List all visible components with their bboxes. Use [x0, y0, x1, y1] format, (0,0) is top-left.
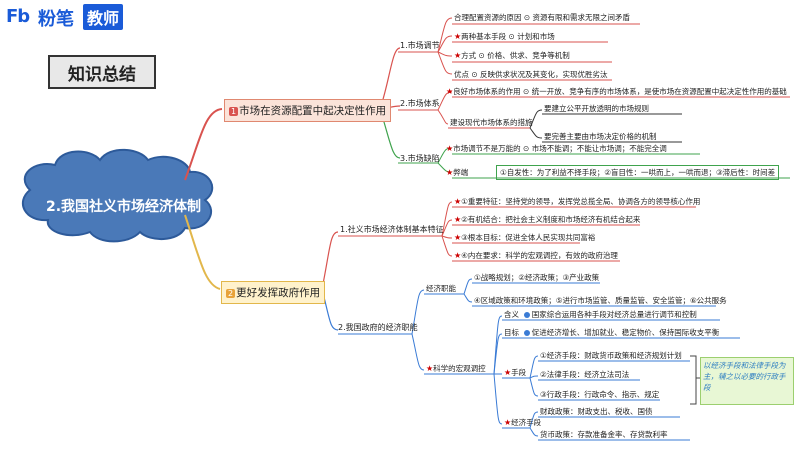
- macro-means-item: ①经济手段：财政货币政策和经济规划计划: [540, 351, 682, 360]
- star-icon: ★: [454, 51, 462, 60]
- star-icon: ★: [504, 418, 512, 427]
- market-system-measure: 要完善主要由市场决定价格的机制: [544, 132, 657, 141]
- market-reg-item: 合理配置资源的原因 ⊙ 资源有限和需求无限之间矛盾: [454, 13, 631, 22]
- sub-economic-functions: 2.我国政府的经济职能: [338, 323, 418, 332]
- star-icon: ★: [446, 144, 454, 153]
- sub-market-defects: 3.市场缺陷: [400, 154, 440, 163]
- root-cloud: [21, 148, 214, 243]
- market-system-item: ★良好市场体系的作用 ⊙ 统一开放、竞争有序的市场体系，是使市场在资源配置中起决…: [446, 87, 787, 96]
- priority-icon: 1: [229, 107, 239, 116]
- market-defect-drawbacks-text: ①自发性：为了利益不择手段；②盲目性：一哄而上，一哄而退；③滞后性：时间差: [496, 165, 780, 180]
- sub-market-regulation: 1.市场调节: [400, 41, 440, 50]
- star-icon: ★: [454, 251, 462, 260]
- star-icon: ★: [454, 197, 462, 206]
- macro-meaning: 含义 国家综合运用各种手段对经济总量进行调节和控制: [504, 310, 697, 319]
- econ-means-label: ★经济手段: [504, 418, 542, 427]
- star-icon: ★: [504, 368, 512, 377]
- star-icon: ★: [454, 233, 462, 242]
- market-defect-item: ★市场调节不是万能的 ⊙ 市场不能调；不能让市场调；不能完全调: [446, 144, 667, 153]
- econ-means-item: 货币政策：存款准备金率、存贷款利率: [540, 430, 668, 439]
- market-reg-item: ★两种基本手段 ⊙ 计划和市场: [454, 32, 555, 41]
- market-system-measure: 要建立公平开放透明的市场规则: [544, 104, 649, 113]
- root-topic: 2.我国社义市场经济体制: [46, 199, 202, 215]
- priority-icon: 2: [226, 289, 236, 298]
- means-note: 以经济手段和法律手段为主，辅之以必要的行政手段: [700, 357, 794, 405]
- market-reg-item: ★方式 ⊙ 价格、供求、竞争等机制: [454, 51, 570, 60]
- macro-control-label: ★科学的宏观调控: [426, 364, 486, 373]
- basic-feature-item: ★②有机结合：把社会主义制度和市场经济有机结合起来: [454, 215, 641, 224]
- macro-means-item: ③行政手段：行政命令、指示、规定: [540, 390, 660, 399]
- basic-feature-item: ★④内在要求：科学的宏观调控，有效的政府治理: [454, 251, 618, 260]
- logo-tag: 教师: [83, 4, 124, 30]
- summary-title: 知识总结: [48, 55, 156, 89]
- econ-function-line: ①战略规划；②经济政策；③产业政策: [474, 273, 600, 282]
- basic-feature-item: ★①重要特征：坚持党的领导，发挥党总揽全局、协调各方的领导核心作用: [454, 197, 701, 206]
- market-system-item: 建设现代市场体系的措施: [450, 118, 533, 127]
- econ-means-item: 财政政策：财政支出、税收、国债: [540, 407, 653, 416]
- bullet-icon: [523, 330, 530, 336]
- basic-feature-item: ★③根本目标：促进全体人民实现共同富裕: [454, 233, 596, 242]
- market-defect-drawbacks: ★弊端: [446, 168, 469, 177]
- market-reg-item: 优点 ⊙ 反映供求状况及其变化，实现优胜劣汰: [454, 70, 608, 79]
- macro-means-item: ②法律手段：经济立法司法: [540, 370, 630, 379]
- star-icon: ★: [426, 364, 434, 373]
- econ-function-line: ④区域政策和环境政策；⑤进行市场监管、质量监管、安全监管；⑥公共服务: [474, 296, 727, 305]
- sub-market-system: 2.市场体系: [400, 99, 440, 108]
- star-icon: ★: [446, 168, 454, 177]
- star-icon: ★: [454, 215, 462, 224]
- logo-icon: Fb: [6, 6, 30, 27]
- sub-basic-features: 1.社义市场经济体制基本特征: [340, 225, 444, 234]
- logo-brand: 粉笔: [38, 9, 74, 30]
- bullet-icon: [523, 312, 530, 318]
- star-icon: ★: [446, 87, 454, 96]
- macro-means-label: ★手段: [504, 368, 527, 377]
- macro-goal: 目标 促进经济增长、增加就业、稳定物价、保持国际收支平衡: [504, 328, 720, 337]
- star-icon: ★: [454, 32, 462, 41]
- econ-function-label: 经济职能: [426, 284, 456, 293]
